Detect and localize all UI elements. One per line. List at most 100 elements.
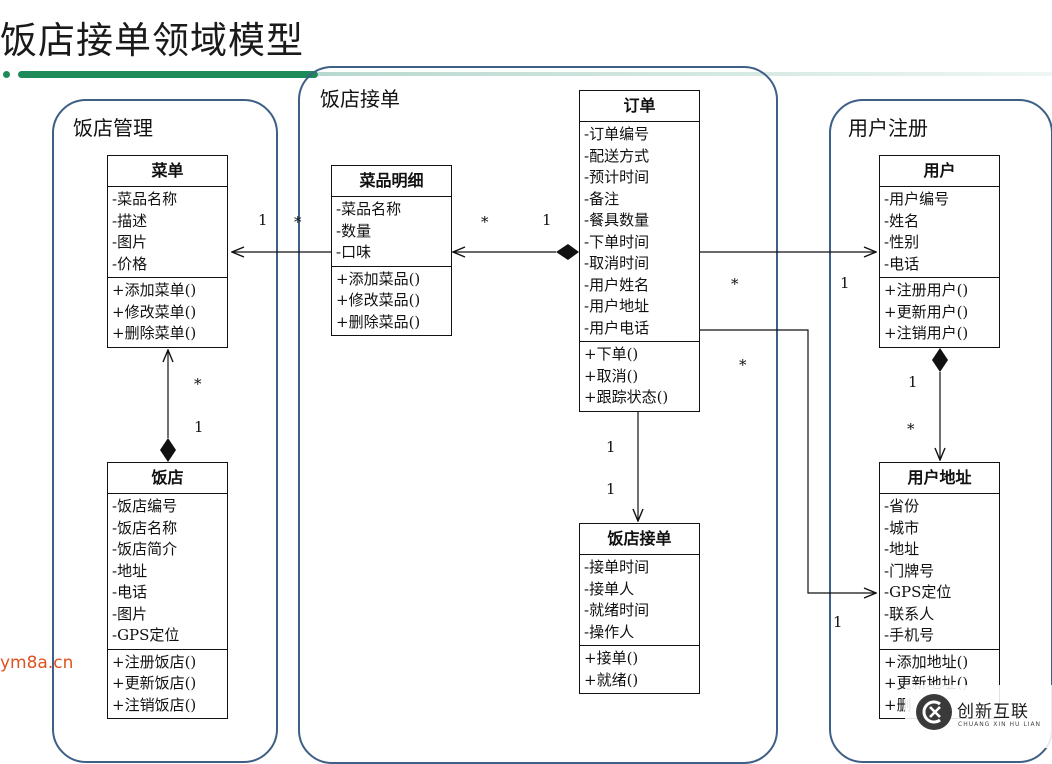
attribute: -用户姓名 <box>584 275 650 294</box>
class-restaurant-order-operations: +接单() +就绪() <box>580 645 699 693</box>
operation: +修改菜单() <box>112 302 197 321</box>
multiplicity-order-address-address-end: 1 <box>833 613 843 631</box>
class-restaurant: 饭店 -饭店编号 -饭店名称 -饭店简介 -地址 -电话 -图片 -GPS定位 … <box>107 462 228 719</box>
operation: +删 <box>884 695 912 714</box>
attribute: -操作人 <box>584 622 635 641</box>
class-restaurant-attributes: -饭店编号 -饭店名称 -饭店简介 -地址 -电话 -图片 -GPS定位 <box>108 494 227 649</box>
operation: +取消() <box>584 366 639 385</box>
attribute: -下单时间 <box>584 232 650 251</box>
operation: +删除菜单() <box>112 324 197 342</box>
context-label-order-taking: 饭店接单 <box>320 87 400 111</box>
attribute: -城市 <box>884 518 920 537</box>
attribute: -GPS定位 <box>112 626 180 644</box>
attribute: -性别 <box>884 233 920 251</box>
title-bullet-dot <box>3 71 10 78</box>
multiplicity-order-restaurant-order-order-end: 1 <box>606 438 616 456</box>
composition-diamond-restaurant <box>160 438 176 462</box>
class-restaurant-name: 饭店 <box>108 463 227 494</box>
attribute: -餐具数量 <box>584 211 650 229</box>
class-user: 用户 -用户编号 -姓名 -性别 -电话 +注册用户() +更新用户() +注销… <box>879 155 1000 348</box>
class-menu: 菜单 -菜品名称 -描述 -图片 -价格 +添加菜单() +修改菜单() +删除… <box>107 155 228 348</box>
attribute: -备注 <box>584 189 620 208</box>
operation: +就绪() <box>584 670 639 689</box>
operation: +注销用户() <box>884 324 969 342</box>
operation: +更新用户() <box>884 302 969 321</box>
class-restaurant-order-name: 饭店接单 <box>580 524 699 555</box>
attribute: -配送方式 <box>584 146 650 165</box>
attribute: -门牌号 <box>884 561 935 580</box>
multiplicity-order-address-order-end: * <box>739 356 747 374</box>
class-menu-name: 菜单 <box>108 156 227 187</box>
composition-diamond-order <box>556 244 579 260</box>
attribute: -GPS定位 <box>884 583 952 601</box>
association-lines <box>160 244 948 748</box>
brand-logo-icon <box>916 694 952 730</box>
attribute: -就绪时间 <box>584 601 650 619</box>
class-order: 订单 -订单编号 -配送方式 -预计时间 -备注 -餐具数量 -下单时间 -取消… <box>579 90 700 412</box>
multiplicity-order-user-user-end: 1 <box>840 274 850 292</box>
attribute: -用户编号 <box>884 190 950 208</box>
multiplicity-menu-dish-dish-end: * <box>294 213 302 231</box>
attribute: -饭店名称 <box>112 518 178 537</box>
class-user-operations: +注册用户() +更新用户() +注销用户() <box>880 277 999 347</box>
multiplicity-user-address-address-end: * <box>907 420 915 438</box>
class-user-address: 用户地址 -省份 -城市 -地址 -门牌号 -GPS定位 -联系人 -手机号 +… <box>879 462 1000 719</box>
attribute: -用户电话 <box>584 318 650 337</box>
attribute: -取消时间 <box>584 254 650 272</box>
attribute: -接单时间 <box>584 558 650 576</box>
attribute: -订单编号 <box>584 125 650 143</box>
multiplicity-dish-order-order-end: 1 <box>542 211 552 229</box>
multiplicity-menu-restaurant-restaurant-end: 1 <box>194 418 204 436</box>
composition-diamond-user <box>932 348 948 372</box>
attribute: -省份 <box>884 497 920 515</box>
operation: +更新饭店() <box>112 674 197 692</box>
operation: +注册用户() <box>884 281 969 299</box>
brand-subtitle: CHUANG XIN HU LIAN <box>958 721 1042 728</box>
context-label-user-registration: 用户注册 <box>848 116 928 140</box>
operation: +添加菜品() <box>336 269 421 288</box>
title-underline-fade <box>318 72 1052 76</box>
class-order-operations: +下单() +取消() +跟踪状态() <box>580 341 699 411</box>
class-restaurant-order-attributes: -接单时间 -接单人 -就绪时间 -操作人 <box>580 555 699 645</box>
class-menu-operations: +添加菜单() +修改菜单() +删除菜单() <box>108 277 227 347</box>
attribute: -饭店编号 <box>112 497 178 515</box>
attribute: -地址 <box>112 561 148 580</box>
operation: +添加地址() <box>884 652 969 671</box>
class-order-attributes: -订单编号 -配送方式 -预计时间 -备注 -餐具数量 -下单时间 -取消时间 … <box>580 122 699 341</box>
class-dish-detail-operations: +添加菜品() +修改菜品() +删除菜品() <box>332 265 451 336</box>
attribute: -姓名 <box>884 211 920 230</box>
class-dish-detail-name: 菜品明细 <box>332 166 451 197</box>
multiplicity-order-restaurant-order-ro-end: 1 <box>606 480 616 498</box>
attribute: -地址 <box>884 540 920 558</box>
class-user-attributes: -用户编号 -姓名 -性别 -电话 <box>880 187 999 277</box>
operation: +修改菜品() <box>336 291 421 309</box>
attribute: -电话 <box>884 254 920 273</box>
class-dish-detail: 菜品明细 -菜品名称 -数量 -口味 +添加菜品() +修改菜品() +删除菜品… <box>331 165 452 336</box>
operation: +注销饭店() <box>112 695 197 714</box>
class-restaurant-operations: +注册饭店() +更新饭店() +注销饭店() <box>108 648 227 719</box>
operation: +删除菜品() <box>336 312 421 331</box>
attribute: -联系人 <box>884 604 935 623</box>
class-menu-attributes: -菜品名称 -描述 -图片 -价格 <box>108 187 227 277</box>
operation: +接单() <box>584 649 639 667</box>
attribute: -菜品名称 <box>112 190 178 208</box>
class-order-name: 订单 <box>580 91 699 122</box>
attribute: -图片 <box>112 604 148 623</box>
line-order-to-address <box>699 329 876 593</box>
attribute: -饭店简介 <box>112 540 178 558</box>
operation: +跟踪状态() <box>584 388 669 406</box>
attribute: -手机号 <box>884 626 935 644</box>
class-restaurant-order: 饭店接单 -接单时间 -接单人 -就绪时间 -操作人 +接单() +就绪() <box>579 523 700 694</box>
class-user-address-name: 用户地址 <box>880 463 999 494</box>
class-user-name: 用户 <box>880 156 999 187</box>
operation: +注册饭店() <box>112 652 197 671</box>
attribute: -用户地址 <box>584 297 650 315</box>
attribute: -预计时间 <box>584 168 650 186</box>
multiplicity-menu-restaurant-menu-end: * <box>194 375 202 393</box>
attribute: -价格 <box>112 254 148 273</box>
multiplicity-order-user-order-end: * <box>731 275 739 293</box>
watermark-text: ym8a.cn <box>0 653 74 673</box>
operation: +添加菜单() <box>112 281 197 299</box>
brand-logo-badge: 创新互联 CHUANG XIN HU LIAN <box>905 685 1052 748</box>
attribute: -口味 <box>336 243 372 261</box>
